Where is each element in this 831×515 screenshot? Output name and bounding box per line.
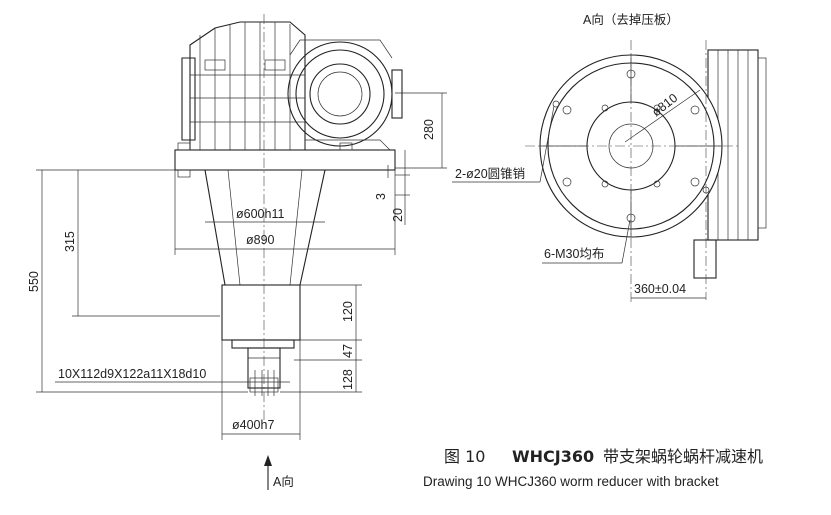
dim-890: ø890: [246, 233, 275, 247]
front-dimensions: 280 3 20 ø600h11 ø890 315 550 120 47 12: [27, 92, 447, 490]
dim-20: 20: [391, 208, 405, 222]
dim-120: 120: [341, 301, 355, 322]
base-flange: [174, 149, 396, 171]
caption-en-title: Drawing 10 WHCJ360 worm reducer with bra…: [423, 474, 719, 489]
bracket: [204, 169, 326, 286]
arrow-label: A向: [273, 474, 294, 489]
dim-550: 550: [27, 271, 41, 292]
front-view: [174, 14, 403, 420]
dim-600h11: ø600h11: [236, 207, 284, 221]
dim-360: 360±0.04: [634, 282, 686, 296]
output-housing: [221, 284, 301, 341]
caption-cn-title: 带支架蜗轮蜗杆减速机: [603, 447, 763, 466]
dim-315: 315: [63, 231, 77, 252]
view-a-title: A向（去掉压板）: [583, 12, 679, 27]
gearbox-housing: [181, 21, 306, 151]
dim-bolts: 6-M30均布: [544, 247, 604, 261]
figure-caption: 图 10 WHCJ360 带支架蜗轮蜗杆减速机 Drawing 10 WHCJ3…: [423, 447, 763, 489]
dim-47: 47: [341, 344, 355, 358]
dim-spline: 10X112d9X122a11X18d10: [58, 367, 206, 381]
view-arrow-icon: [264, 455, 272, 466]
caption-figure-no: 图 10: [444, 447, 485, 466]
dim-pins: 2-ø20圆锥销: [455, 167, 525, 181]
view-a: A向（去掉压板） ø8: [452, 12, 767, 305]
caption-model: WHCJ360: [512, 447, 594, 466]
dim-400h7: ø400h7: [232, 418, 274, 432]
dim-3: 3: [374, 193, 388, 200]
dim-280: 280: [422, 119, 436, 140]
dim-128: 128: [341, 369, 355, 390]
